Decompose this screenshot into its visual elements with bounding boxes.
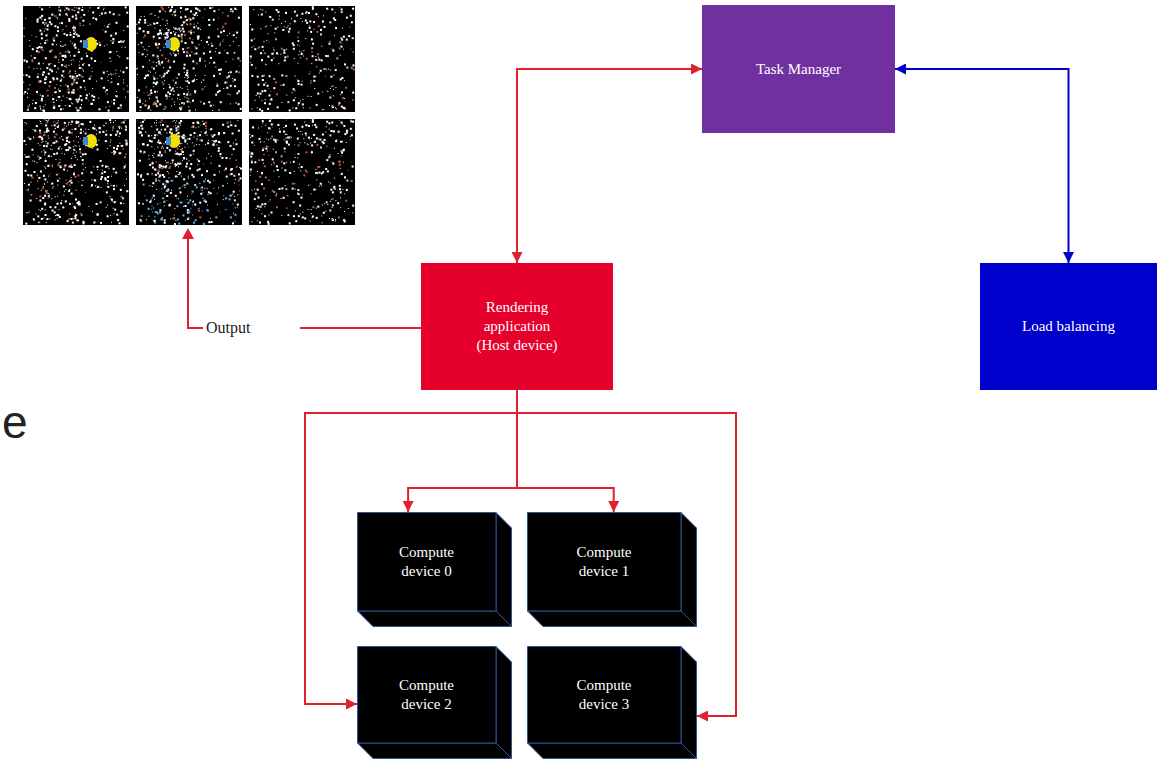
node-label: Load balancing [1022,317,1115,336]
output-label: Output [206,318,250,337]
connector-arrow [408,390,517,512]
connector-arrow [517,390,614,512]
connector-arrow [517,69,702,263]
node-label-group: Task Manager [756,60,841,79]
node-label-group: Rendering application (Host device) [467,298,567,354]
node-label: Compute device 1 [564,543,644,581]
load-balancing-box: Load balancing [980,263,1157,390]
output-arrowhead [182,228,194,239]
node-label-group: Compute device 3 [564,676,644,714]
node-label-group: Compute device 0 [387,543,467,581]
task-manager-box: Task Manager [702,5,895,133]
cropped-slide-letter: e [2,395,28,450]
node-label-group: Compute device 2 [387,676,467,714]
compute-device-box: Compute device 2 [357,646,512,759]
node-label: Task Manager [756,60,841,79]
compute-device-box: Compute device 1 [527,512,697,627]
node-label: Rendering application (Host device) [467,298,567,354]
compute-device-box: Compute device 0 [357,512,512,627]
node-label-group: Compute device 1 [564,543,644,581]
compute-device-box: Compute device 3 [527,646,697,759]
node-label: Compute device 2 [387,676,467,714]
node-label: Compute device 3 [564,676,644,714]
output-leader [188,236,203,328]
node-label: Compute device 0 [387,543,467,581]
output-leader [300,327,421,329]
rendered-tiles [23,6,355,225]
node-label-group: Load balancing [1022,317,1115,336]
connector-arrow [895,69,1069,263]
host-application-box: Rendering application (Host device) [421,263,613,390]
